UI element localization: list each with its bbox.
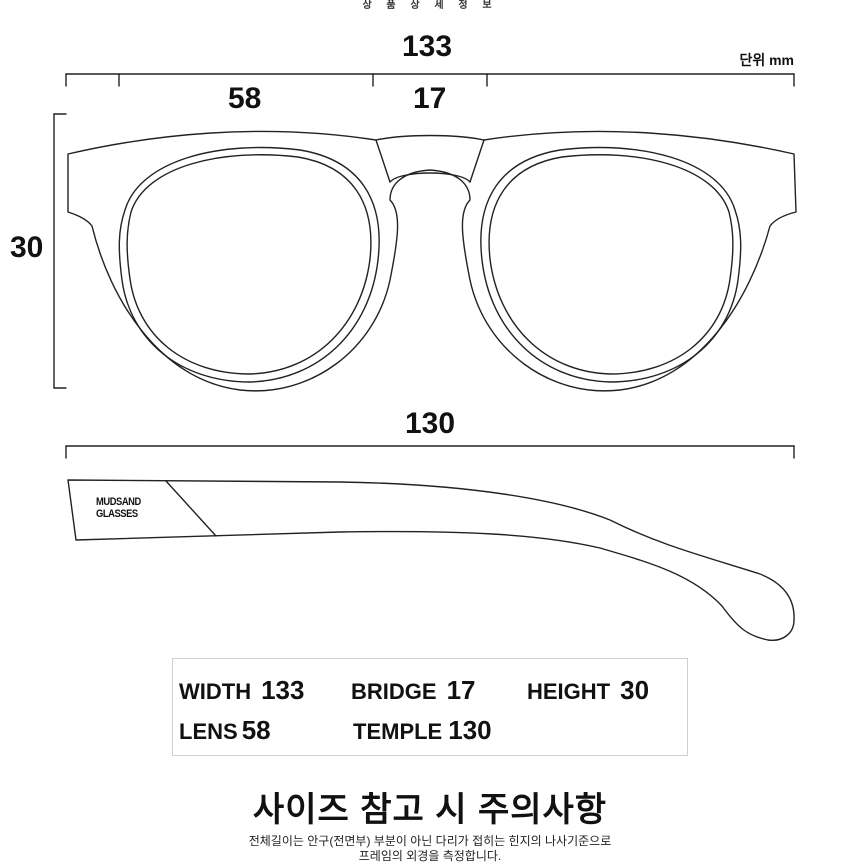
temple-hinge-line [165, 480, 217, 537]
spec-key: LENS [179, 719, 238, 744]
right-lens-inner [488, 154, 734, 375]
notice-line-2: 프레임의 외경을 측정합니다. [358, 849, 502, 863]
spec-value: 17 [446, 675, 476, 705]
spec-height: HEIGHT 30 [527, 675, 649, 706]
spec-value: 30 [620, 675, 650, 705]
lens-width-label: 58 [228, 82, 262, 115]
left-lens-inner [126, 154, 372, 375]
brand-line-1: MUDSAND [96, 496, 141, 508]
right-lens-outer [480, 146, 742, 383]
spec-key: TEMPLE [353, 719, 443, 744]
temple-length-label: 130 [405, 407, 456, 440]
brand-line-2: GLASSES [96, 508, 138, 520]
left-lens-outer [118, 146, 380, 383]
spec-value: 133 [261, 675, 305, 705]
notice-title: 사이즈 참고 시 주의사항 [252, 791, 608, 829]
total-width-label: 133 [402, 30, 453, 63]
frame-front-outline [67, 130, 797, 392]
spec-key: BRIDGE [351, 679, 437, 704]
spec-key: WIDTH [179, 679, 252, 704]
spec-key: HEIGHT [527, 679, 611, 704]
notice-line-1: 전체길이는 안구(전면부) 부분이 아닌 다리가 접히는 힌지의 나사기준으로 [248, 834, 612, 848]
bridge-width-label: 17 [413, 82, 447, 115]
spec-value: 58 [241, 715, 271, 745]
spec-bridge: BRIDGE 17 [351, 675, 475, 706]
page-header-title: 상 품 상 세 정 보 [362, 0, 498, 11]
spec-width: WIDTH 133 [179, 675, 304, 706]
temple-outline [67, 479, 795, 641]
brand-logo: MUDSAND GLASSES [96, 496, 141, 520]
frame-height-label: 30 [10, 231, 44, 264]
unit-label: 단위 mm [739, 52, 794, 68]
spec-value: 130 [448, 715, 492, 745]
